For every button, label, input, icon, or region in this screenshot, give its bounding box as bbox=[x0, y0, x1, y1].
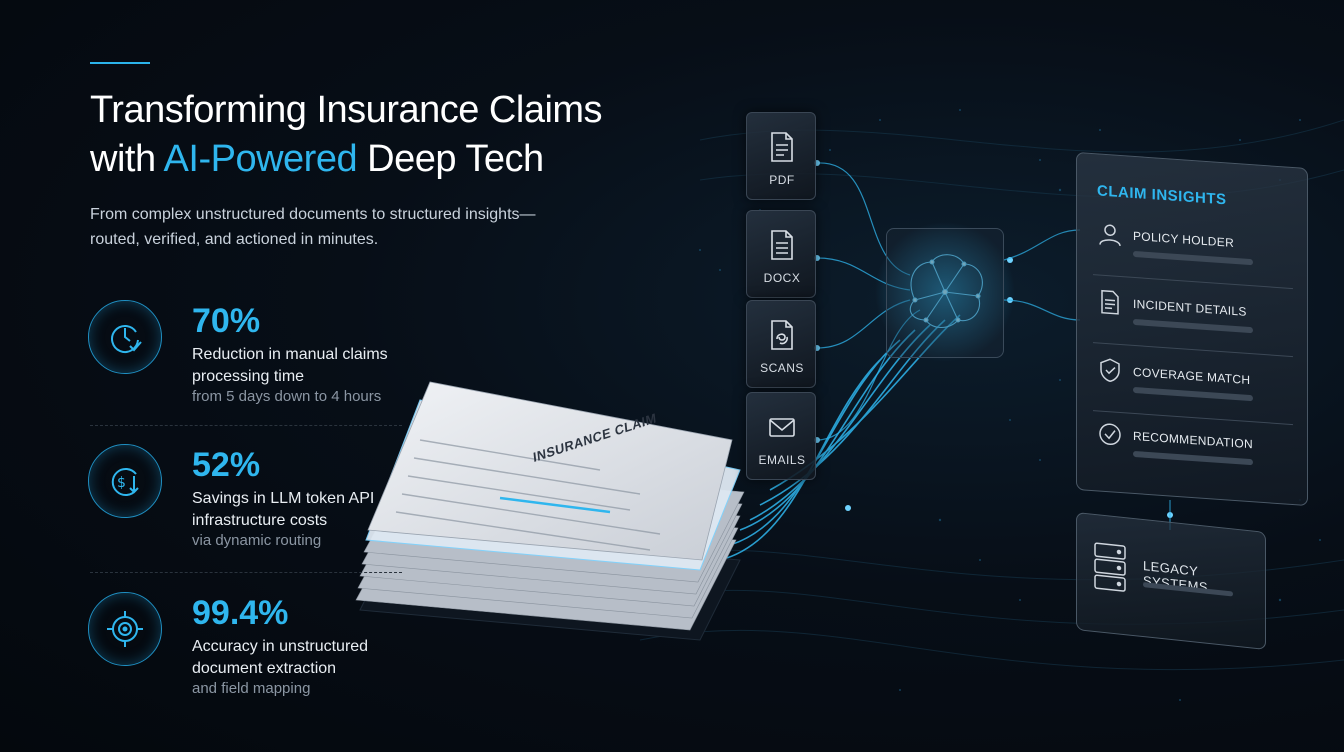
insight-row-incident-details: INCIDENT DETAILS bbox=[1093, 284, 1293, 362]
stat-note: and field mapping bbox=[192, 680, 311, 697]
subtitle-line-2: routed, verified, and actioned in minute… bbox=[90, 230, 379, 248]
person-icon bbox=[1099, 224, 1121, 247]
ai-brain-panel bbox=[886, 228, 1004, 358]
insight-row-policy-holder: POLICY HOLDER bbox=[1093, 216, 1293, 294]
file-card-label: DOCX bbox=[763, 271, 801, 285]
stat-label: Reduction in manual claims processing ti… bbox=[192, 344, 432, 387]
insights-title: CLAIM INSIGHTS bbox=[1097, 182, 1227, 209]
stat-label-line-1: Savings in LLM token API bbox=[192, 490, 375, 507]
accent-rule bbox=[90, 62, 150, 64]
stat-value: 70% bbox=[192, 302, 261, 340]
scan-document-icon bbox=[771, 320, 793, 350]
target-icon bbox=[88, 592, 162, 666]
stat-note: via dynamic routing bbox=[192, 532, 322, 549]
clock-check-icon bbox=[88, 300, 162, 374]
insight-row-recommendation: RECOMMENDATION bbox=[1093, 416, 1293, 494]
file-card-scans: SCANS bbox=[746, 300, 816, 388]
stat-label: Savings in LLM token API infrastructure … bbox=[192, 488, 432, 531]
stat-label-line-1: Accuracy in unstructured bbox=[192, 638, 369, 655]
insight-value-redacted bbox=[1133, 250, 1253, 266]
file-card-pdf: PDF bbox=[746, 112, 816, 200]
stat-label-line-2: infrastructure costs bbox=[192, 511, 328, 529]
legacy-systems-panel: LEGACY SYSTEMS bbox=[1076, 512, 1266, 650]
brain-icon bbox=[909, 254, 983, 329]
stat-value: 52% bbox=[192, 446, 261, 484]
insight-label: INCIDENT DETAILS bbox=[1133, 296, 1247, 319]
file-card-emails: EMAILS bbox=[746, 392, 816, 480]
stat-note: from 5 days down to 4 hours bbox=[192, 388, 382, 405]
stat-label-line-2: processing time bbox=[192, 367, 305, 385]
stat-label-line-2: document extraction bbox=[192, 659, 337, 677]
file-card-label: SCANS bbox=[760, 361, 804, 375]
headline-prefix: with bbox=[90, 138, 164, 181]
check-circle-icon bbox=[1099, 423, 1121, 446]
shield-check-icon bbox=[1100, 358, 1120, 383]
envelope-icon bbox=[769, 418, 795, 437]
headline-line-1: Transforming Insurance Claims bbox=[90, 89, 603, 131]
stat-divider bbox=[90, 425, 402, 426]
stat-value: 99.4% bbox=[192, 594, 289, 632]
insight-label: COVERAGE MATCH bbox=[1133, 364, 1251, 388]
server-stack-icon bbox=[1094, 542, 1126, 592]
svg-text:$: $ bbox=[117, 475, 126, 491]
file-card-label: PDF bbox=[769, 173, 795, 187]
insight-row-coverage-match: COVERAGE MATCH bbox=[1093, 352, 1293, 430]
document-lines-icon bbox=[1101, 289, 1119, 315]
headline-accent: AI-Powered bbox=[163, 138, 358, 181]
docx-document-icon bbox=[771, 230, 793, 260]
pdf-document-icon bbox=[771, 132, 793, 162]
insight-label: RECOMMENDATION bbox=[1133, 428, 1253, 452]
stat-label: Accuracy in unstructured document extrac… bbox=[192, 636, 432, 679]
claim-insights-panel: CLAIM INSIGHTS POLICY HOLDER INCIDENT DE… bbox=[1076, 151, 1308, 507]
insight-value-redacted bbox=[1133, 386, 1253, 402]
stat-divider bbox=[90, 572, 402, 573]
subtitle-line-1: From complex unstructured documents to s… bbox=[90, 206, 536, 223]
headline-suffix: Deep Tech bbox=[357, 138, 544, 181]
insight-value-redacted bbox=[1133, 450, 1253, 466]
insight-label: POLICY HOLDER bbox=[1133, 228, 1235, 250]
file-card-docx: DOCX bbox=[746, 210, 816, 298]
insight-value-redacted bbox=[1133, 318, 1253, 334]
legacy-systems-label: LEGACY SYSTEMS bbox=[1143, 558, 1208, 595]
subtitle: From complex unstructured documents to s… bbox=[90, 203, 610, 253]
document-stack bbox=[355, 381, 745, 641]
file-card-label: EMAILS bbox=[758, 453, 806, 467]
dollar-down-icon: $ bbox=[88, 444, 162, 518]
headline: Transforming Insurance Claims with AI-Po… bbox=[90, 86, 690, 185]
stat-label-line-1: Reduction in manual claims bbox=[192, 346, 388, 363]
